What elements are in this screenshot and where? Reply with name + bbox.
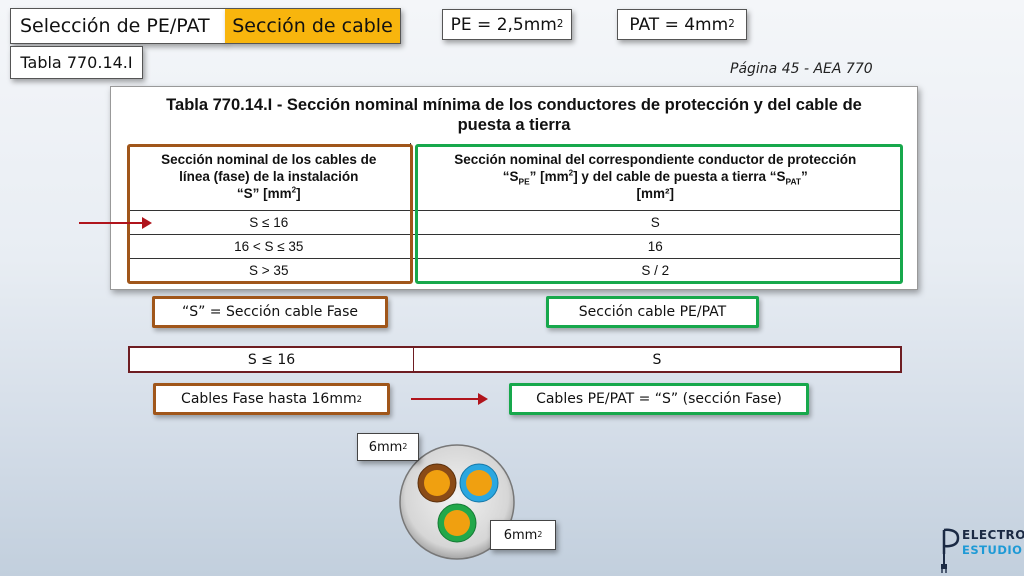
phase-definition-tag: “S” = Sección cable Fase	[152, 296, 388, 328]
table-header-phase: Sección nominal de los cables de línea (…	[128, 143, 410, 211]
col2-sup: 2	[568, 168, 574, 178]
col1-sup: 2	[291, 185, 297, 195]
col2-c: ] y del cable de puesta a tierra “S	[573, 168, 786, 184]
col1-end: ]	[296, 185, 301, 201]
table-row: 16 < S ≤ 35 16	[128, 234, 900, 259]
table-cell-value: S / 2	[409, 258, 900, 282]
title-text: Selección de PE/PAT	[20, 15, 210, 37]
pe-value: PE = 2,5mm	[450, 14, 557, 35]
col2-line2: “SPE” [mm2] y del cable de puesta a tier…	[411, 168, 901, 187]
page-reference: Página 45 - AEA 770	[730, 61, 873, 77]
col2-line3: [mm²]	[636, 185, 675, 201]
title-accent-text: Sección de cable	[232, 15, 393, 37]
col1-unit: “S” [mm	[236, 185, 292, 201]
plug-icon	[941, 528, 960, 573]
table-row: S > 35 S / 2	[128, 258, 900, 282]
selected-row: S ≤ 16 S	[128, 346, 902, 373]
table-cell-value: 16	[409, 234, 900, 259]
table-heading: Tabla 770.14.I - Sección nominal mínima …	[111, 95, 917, 135]
wire-size-top-text: 6mm	[368, 439, 403, 455]
table-header-row: Sección nominal de los cables de línea (…	[128, 143, 901, 211]
protection-column-highlight	[415, 144, 903, 284]
col2-b: ” [mm	[529, 168, 569, 184]
table-cell-range: S ≤ 16	[128, 210, 410, 235]
col2-sub-pat: PAT	[785, 176, 802, 187]
wire-blue-core	[466, 470, 492, 496]
table-cell-value: S	[409, 210, 900, 235]
col2-sub-pe: PE	[518, 176, 530, 187]
col1-line3: “S” [mm2]	[128, 185, 410, 202]
tabla-label-text: Tabla 770.14.I	[20, 53, 133, 72]
table-heading-line1: Tabla 770.14.I - Sección nominal mínima …	[166, 96, 862, 114]
wire-brown-core	[424, 470, 450, 496]
electro-estudio-logo: ELECTRO ESTUDIO	[940, 524, 1024, 576]
col2-d: ”	[801, 168, 808, 184]
table-cell-range: S > 35	[249, 262, 289, 278]
col2-a: “S	[502, 168, 519, 184]
pat-value: PAT = 4mm	[629, 14, 729, 35]
table-header-protection: Sección nominal del correspondiente cond…	[409, 143, 901, 211]
selected-row-range: S ≤ 16	[130, 348, 414, 371]
result-tag: Cables PE/PAT = “S” (sección Fase)	[509, 383, 809, 415]
wire-green-core	[444, 510, 470, 536]
title-main: Selección de PE/PAT	[10, 8, 226, 44]
phase-column-highlight	[127, 144, 413, 284]
wire-size-bottom-text: 6mm	[503, 527, 538, 543]
table-heading-line2: puesta a tierra	[457, 116, 571, 134]
logo-line2: ESTUDIO	[962, 543, 1023, 557]
table-panel: Tabla 770.14.I - Sección nominal mínima …	[110, 86, 918, 290]
phase-up-to-text: Cables Fase hasta 16mm	[181, 391, 357, 407]
tabla-label: Tabla 770.14.I	[10, 46, 143, 79]
col2-line1: Sección nominal del correspondiente cond…	[454, 151, 857, 167]
col1-line2: línea (fase) de la instalación	[179, 168, 359, 184]
title-accent: Sección de cable	[225, 8, 401, 44]
pe-section-tag: Sección cable PE/PAT	[546, 296, 759, 328]
col1-line1: Sección nominal de los cables de	[161, 151, 377, 167]
arrow-right-icon	[79, 217, 152, 229]
selected-row-value: S	[652, 351, 662, 368]
arrow-right-icon	[411, 393, 488, 405]
logo-line1: ELECTRO	[962, 528, 1024, 542]
table-row: S ≤ 16 S	[128, 210, 900, 235]
section-table: Sección nominal de los cables de línea (…	[128, 143, 900, 282]
cable-cross-section-icon	[399, 444, 515, 560]
table-cell-range: 16 < S ≤ 35	[128, 234, 410, 259]
